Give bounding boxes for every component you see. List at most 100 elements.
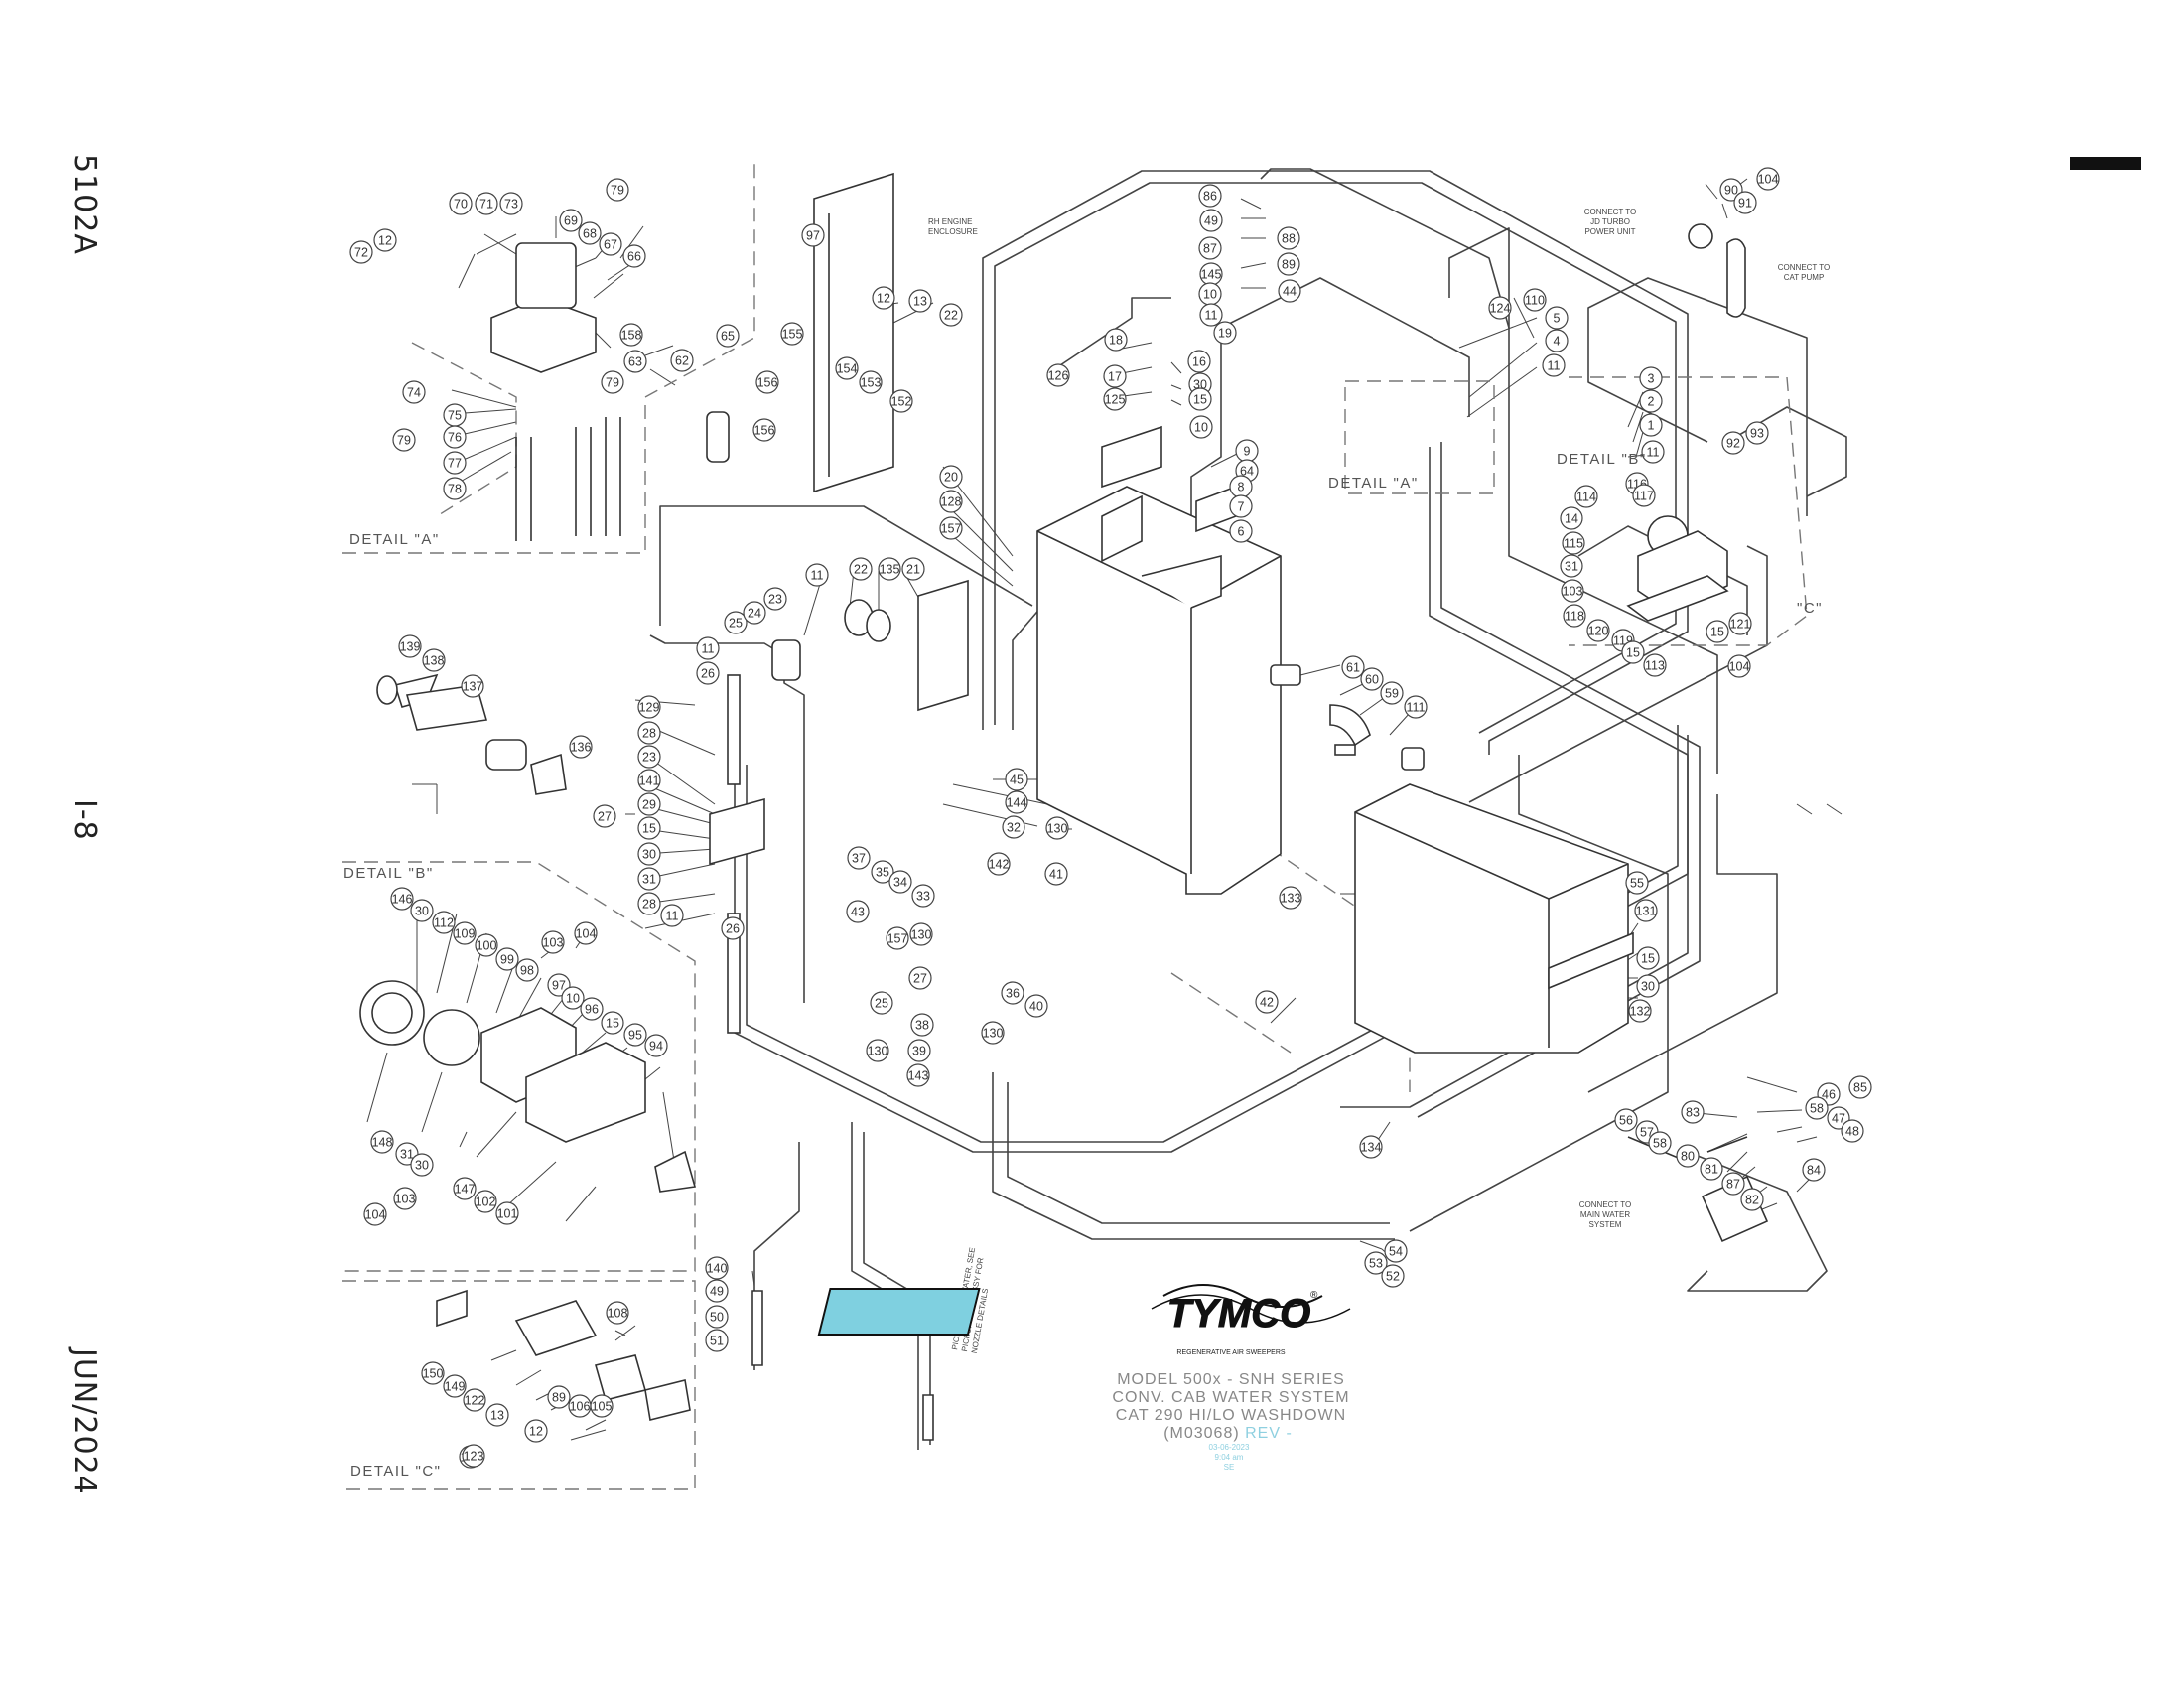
callout-number: 58 [1810, 1102, 1824, 1116]
callout-detail-b-30: 30 [410, 1153, 434, 1177]
callout-number: 96 [585, 1003, 599, 1017]
callout-number: 33 [916, 890, 930, 904]
callout-number: 43 [851, 906, 865, 919]
detail-a-valve-block [490, 297, 597, 373]
callout-strainer-138: 138 [422, 648, 446, 672]
svg-text:POWER UNIT: POWER UNIT [1584, 227, 1635, 236]
callout-number: 55 [1630, 877, 1644, 891]
callout-number: 133 [1281, 892, 1301, 906]
callout-number: 62 [675, 354, 689, 368]
leader-line-9 [593, 273, 624, 299]
callout-number: 150 [423, 1367, 444, 1381]
leader-line-96 [515, 1369, 542, 1386]
callout-bubble [849, 557, 873, 581]
callout-number: 104 [1758, 173, 1779, 187]
detail-b-clutch [423, 1009, 480, 1066]
callout-bubble [981, 1021, 1005, 1045]
callout-number: 39 [912, 1045, 926, 1058]
callout-bubble [1024, 994, 1048, 1018]
callout-hose-rack-140: 140 [705, 1256, 729, 1280]
callout-bubble [939, 465, 963, 489]
callout-number: 80 [1681, 1150, 1695, 1164]
callout-main-water-84: 84 [1802, 1158, 1826, 1182]
callout-number: 147 [455, 1183, 476, 1196]
callout-upper-valves-125: 125 [1103, 387, 1127, 411]
callout-number: 59 [1385, 687, 1399, 701]
callout-upper-valves-145: 145 [1199, 262, 1223, 286]
callout-number: 60 [1365, 673, 1379, 687]
callout-bubble [398, 634, 422, 658]
callout-fittings-130: 130 [909, 922, 933, 946]
callout-bubble [901, 557, 925, 581]
callout-bubble [705, 1329, 729, 1352]
callout-bubble [453, 1177, 477, 1200]
callout-bubble [696, 636, 720, 660]
callout-bubble [872, 286, 895, 310]
callout-number: 84 [1807, 1164, 1821, 1178]
callout-number: 11 [1647, 446, 1660, 460]
rh-engine-enclosure-panel [813, 172, 894, 493]
callout-bubble [349, 240, 373, 264]
callout-bubble [1380, 681, 1404, 705]
callout-bubble [1005, 768, 1028, 791]
leader-line-108 [459, 1131, 468, 1148]
callout-bubble [1279, 886, 1302, 910]
callout-number: 38 [915, 1019, 929, 1033]
note-cat-pump: CONNECT TO CAT PUMP [1778, 263, 1830, 282]
svg-text:MODEL 500x - SNH SERIES: MODEL 500x - SNH SERIES [1117, 1371, 1345, 1388]
callout-number: 2 [1648, 395, 1655, 409]
svg-text:CONNECT TO: CONNECT TO [1579, 1200, 1631, 1209]
callout-bubble [888, 870, 912, 894]
callout-bubble [462, 1444, 485, 1468]
callout-number: 30 [1641, 980, 1655, 994]
callout-rh-enclosure-153: 153 [859, 370, 883, 394]
callout-number: 112 [434, 916, 454, 930]
callout-bubble [908, 289, 932, 313]
callout-bubble [1625, 871, 1649, 895]
callout-bubble [1384, 1239, 1408, 1263]
callout-bubble [637, 816, 661, 840]
callout-number: 25 [729, 617, 743, 631]
callout-rh-enclosure-97: 97 [801, 223, 825, 247]
callout-upper-valves-5: 5 [1545, 306, 1569, 330]
callout-fittings-143: 143 [906, 1063, 930, 1087]
callout-number: 19 [1218, 327, 1232, 341]
hose-run-1 [982, 170, 1689, 755]
callout-upper-valves-126: 126 [1046, 363, 1070, 387]
callout-number: 32 [1007, 821, 1021, 835]
callout-bubble [1187, 350, 1211, 373]
callout-number: 77 [448, 457, 462, 471]
note-jd-turbo: CONNECT TO JD TURBO POWER UNIT [1584, 208, 1636, 236]
callout-fittings-130: 130 [1045, 816, 1069, 840]
callout-bubble [1733, 191, 1757, 214]
callout-number: 37 [852, 852, 866, 866]
callout-upper-valves-11: 11 [1199, 303, 1223, 327]
callout-number: 68 [583, 227, 597, 241]
callout-bubble [939, 490, 963, 513]
callout-bubble [1381, 1264, 1405, 1288]
hose-run-22 [1056, 297, 1171, 368]
callout-upper-valves-44: 44 [1278, 279, 1301, 303]
callout-number: 158 [621, 329, 642, 343]
leader-line-37 [1458, 317, 1538, 349]
callout-detail-b-inset-117: 117 [1632, 484, 1656, 507]
callout-number: 88 [1282, 232, 1296, 246]
callout-number: 128 [941, 495, 962, 509]
callout-detail-b-10: 10 [561, 986, 585, 1010]
callout-rh-enclosure-156: 156 [755, 370, 779, 394]
callout-bubble [705, 1279, 729, 1303]
callout-bubble [889, 389, 913, 413]
callout-detail-c-122: 122 [463, 1388, 486, 1412]
callout-bubble [987, 852, 1011, 876]
callout-filter-group-128: 128 [939, 490, 963, 513]
callout-bubble [622, 244, 646, 268]
callout-number: 100 [477, 939, 497, 953]
detail-c-hose-end [436, 1289, 468, 1328]
callout-bubble [780, 322, 804, 346]
callout-bubble [561, 986, 585, 1010]
callout-bubble [1721, 431, 1745, 455]
svg-text:03-06-2023: 03-06-2023 [1209, 1443, 1250, 1452]
callout-fittings-33: 33 [911, 884, 935, 908]
callout-number: 141 [639, 774, 660, 788]
callout-bubble [1700, 1157, 1723, 1181]
